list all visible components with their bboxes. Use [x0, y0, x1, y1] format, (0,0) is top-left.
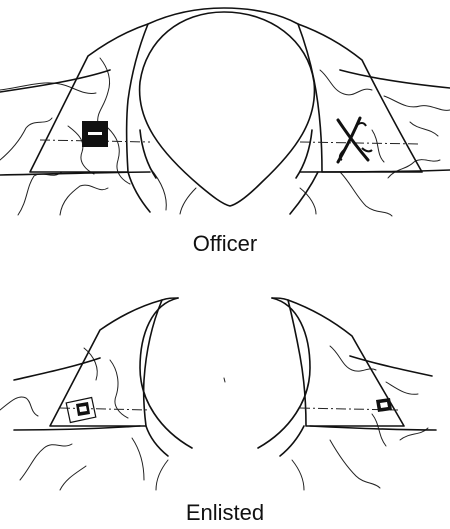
enlisted-left-insignia-icon	[66, 398, 96, 423]
enlisted-right-collar	[280, 300, 404, 456]
enlisted-left-collar	[50, 300, 168, 456]
enlisted-collar-neck-opening	[140, 298, 310, 448]
officer-left-collar	[30, 24, 150, 212]
officer-collar-drawing	[0, 0, 450, 222]
enlisted-caption: Enlisted	[0, 500, 450, 526]
officer-rank-insignia-icon	[82, 121, 108, 147]
officer-collar-neck-opening	[140, 8, 315, 206]
enlisted-right-insignia-icon	[376, 398, 392, 412]
center-mark	[224, 378, 225, 382]
crossed-rifles-branch-icon	[338, 118, 372, 162]
officer-camouflage-pattern	[0, 58, 450, 216]
officer-caption: Officer	[0, 231, 450, 257]
enlisted-shirt-outline	[14, 356, 436, 430]
enlisted-collar-drawing	[0, 290, 450, 500]
